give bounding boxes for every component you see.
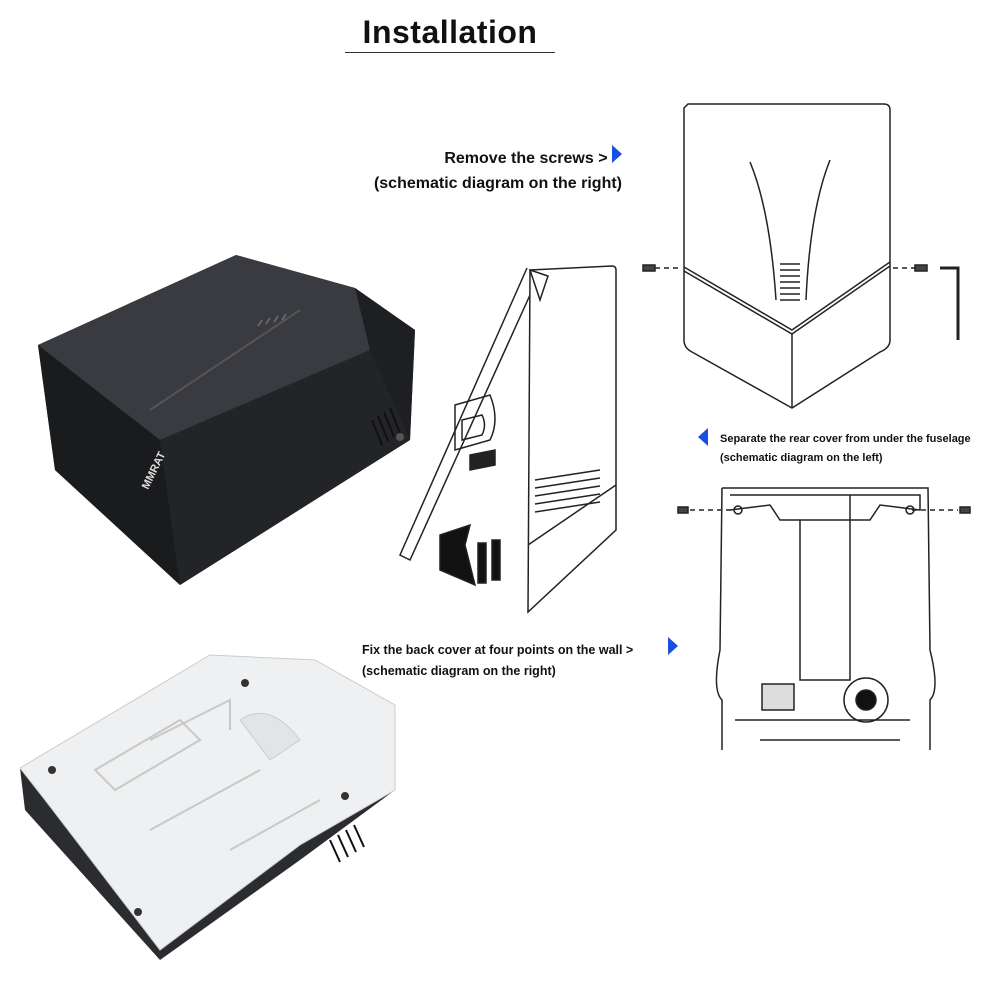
title-underline <box>345 52 555 53</box>
step-separate-cover: Separate the rear cover from under the f… <box>720 430 971 468</box>
step-2-line-2: (schematic diagram on the left) <box>720 452 883 464</box>
step-remove-screws: Remove the screws > (schematic diagram o… <box>374 145 622 196</box>
step-3-line-2: (schematic diagram on the right) <box>362 664 556 678</box>
step-1-line-2: (schematic diagram on the right) <box>373 175 622 192</box>
blue-right-triangle-icon <box>668 637 678 660</box>
step-fix-back-cover: Fix the back cover at four points on the… <box>362 640 633 682</box>
step-1-line-1: Remove the screws > <box>444 150 608 167</box>
step-2-line-1: Separate the rear cover from under the f… <box>720 433 971 445</box>
dryer-front-photo: MMRAT <box>38 255 415 585</box>
blue-left-triangle-icon <box>698 428 708 451</box>
back-cover-schematic <box>677 487 971 750</box>
step-3-line-1: Fix the back cover at four points on the… <box>362 643 634 657</box>
front-schematic <box>642 103 960 409</box>
side-schematic <box>399 265 617 614</box>
blue-right-triangle-icon <box>612 145 622 163</box>
page-title: Installation <box>362 14 538 50</box>
dryer-back-photo <box>19 654 396 960</box>
